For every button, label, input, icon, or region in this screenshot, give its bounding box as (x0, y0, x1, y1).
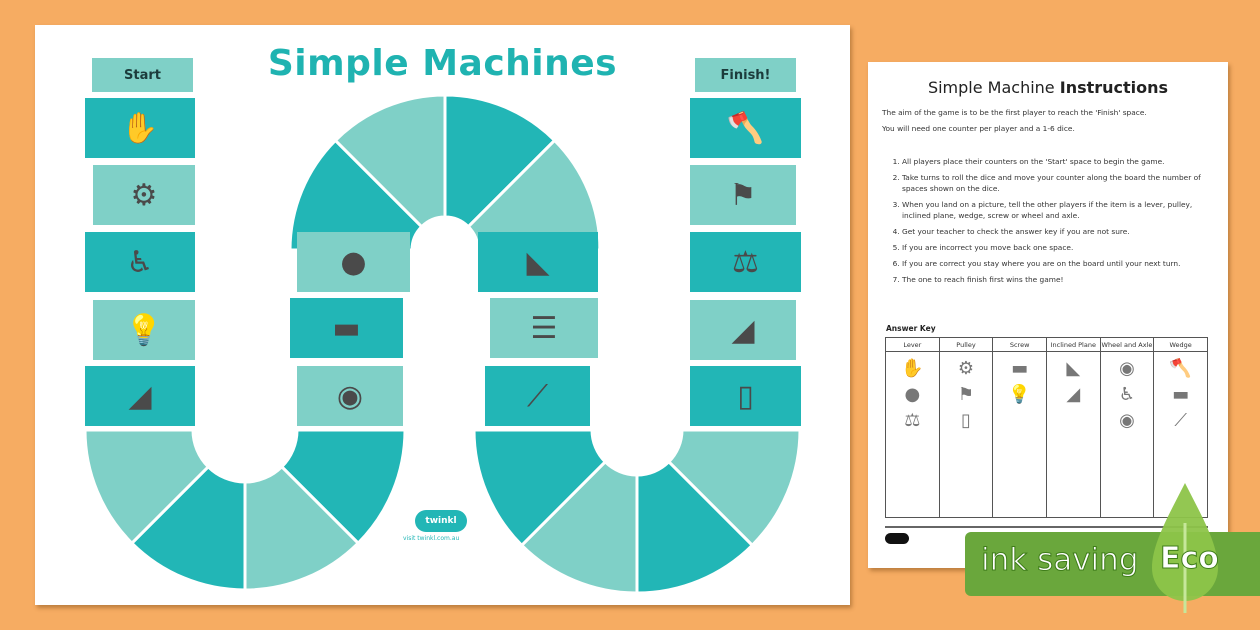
finish-space: Finish! (695, 58, 796, 92)
truck-ramp-icon: ◣ (526, 244, 550, 280)
jar-lid-icon: ▯ (737, 378, 754, 414)
board-space (472, 428, 608, 548)
board-space: ⟋ (485, 366, 590, 426)
board-space (666, 428, 802, 548)
start-space: Start (92, 58, 193, 92)
seesaw-icon: ⚖ (732, 244, 759, 280)
board-space: ◢ (85, 366, 195, 426)
pulley-images: ⚙⚑▯ (938, 351, 994, 518)
board-title: Simple Machines (267, 43, 618, 84)
window-blind-icon: ☰ (530, 310, 558, 346)
wheelbarrow-ramp-icon: ◢ (731, 312, 755, 348)
board-space (129, 464, 247, 592)
step: Get your teacher to check the answer key… (902, 226, 1207, 237)
ink-saving-text: ink saving (981, 542, 1139, 579)
col-header: Pulley (938, 337, 994, 352)
board-space: ✋ (85, 98, 195, 158)
board-space: 🪓 (690, 98, 801, 158)
step: Take turns to roll the dice and move you… (902, 172, 1207, 194)
board-space (333, 93, 447, 229)
board-space (83, 428, 211, 546)
lever-images: ✋●⚖ (885, 351, 940, 518)
board-space: ♿ (85, 232, 195, 292)
answer-key-label: Answer Key (886, 324, 936, 333)
answer-key-table: Lever Pulley Screw Inclined Plane Wheel … (885, 337, 1208, 518)
board-space: ⚖ (690, 232, 801, 292)
rock-crowbar-icon: ● (340, 244, 367, 280)
board-space (279, 428, 407, 546)
hand-lever-icon: ✋ (121, 110, 159, 146)
board-space: ◉ (297, 366, 403, 426)
board-space: ◢ (690, 300, 796, 360)
intro-line: You will need one counter per player and… (882, 124, 1075, 133)
col-header: Wheel and Axle (1099, 337, 1155, 352)
wheelchair-icon: ♿ (126, 244, 154, 280)
board-space: ☰ (490, 298, 598, 358)
eco-text: Eco (1160, 541, 1220, 577)
col-header: Lever (885, 337, 940, 352)
wheel-axle-images: ◉♿◉ (1099, 351, 1155, 518)
step: All players place their counters on the … (902, 156, 1207, 167)
board-space (519, 459, 639, 595)
step: If you are correct you stay where you ar… (902, 258, 1207, 269)
board-space: ⚑ (690, 165, 796, 225)
col-header: Inclined Plane (1045, 337, 1101, 352)
step: If you are incorrect you move back one s… (902, 242, 1207, 253)
axe-log-icon: 🪓 (726, 110, 765, 146)
board-space: 💡 (93, 300, 195, 360)
twinkl-logo: twinkl (415, 510, 467, 532)
door-knob-icon: ◉ (336, 378, 364, 414)
board-space: ▬ (290, 298, 403, 358)
screw-images: ▬💡 (992, 351, 1047, 518)
step: The one to reach finish first wins the g… (902, 274, 1207, 285)
paint-roller-icon: ▬ (332, 310, 361, 346)
col-header: Screw (992, 337, 1047, 352)
flagpole-icon: ⚑ (729, 177, 757, 213)
game-board: Simple Machines Start Finish! ✋ ⚙ ♿ 💡 ◢ ● ▬ ◉ ◣ ☰… (35, 25, 850, 605)
footer-divider (885, 526, 1208, 528)
col-header: Wedge (1153, 337, 1208, 352)
board-space: ● (297, 232, 410, 292)
logo-url: visit twinkl.com.au (403, 535, 460, 542)
board-space: ◣ (478, 232, 598, 292)
wedge-images: 🪓▬⟋ (1153, 351, 1208, 518)
oar-icon: ⟋ (527, 378, 548, 414)
board-space: ⚙ (93, 165, 195, 225)
pulley-icon: ⚙ (130, 177, 158, 213)
board-space (635, 459, 755, 595)
board-space (466, 138, 602, 252)
light-bulb-icon: 💡 (125, 312, 163, 348)
track-arcs (83, 93, 802, 595)
twinkl-footer-logo (885, 533, 909, 544)
steps-list: All players place their counters on the … (902, 156, 1207, 290)
instructions-sheet: Simple Machine Instructions The aim of t… (868, 62, 1228, 568)
instructions-title: Simple Machine Instructions (927, 78, 1169, 97)
leaf-icon (1152, 483, 1218, 613)
intro-line: The aim of the game is to be the first p… (882, 108, 1147, 117)
board-space (288, 138, 424, 252)
board-space (243, 464, 361, 592)
step: When you land on a picture, tell the oth… (902, 199, 1207, 221)
ramps-icon: ◢ (128, 378, 152, 414)
board-space: ▯ (690, 366, 801, 426)
board-space (443, 93, 557, 229)
inclined-plane-images: ◣◢ (1045, 351, 1101, 518)
